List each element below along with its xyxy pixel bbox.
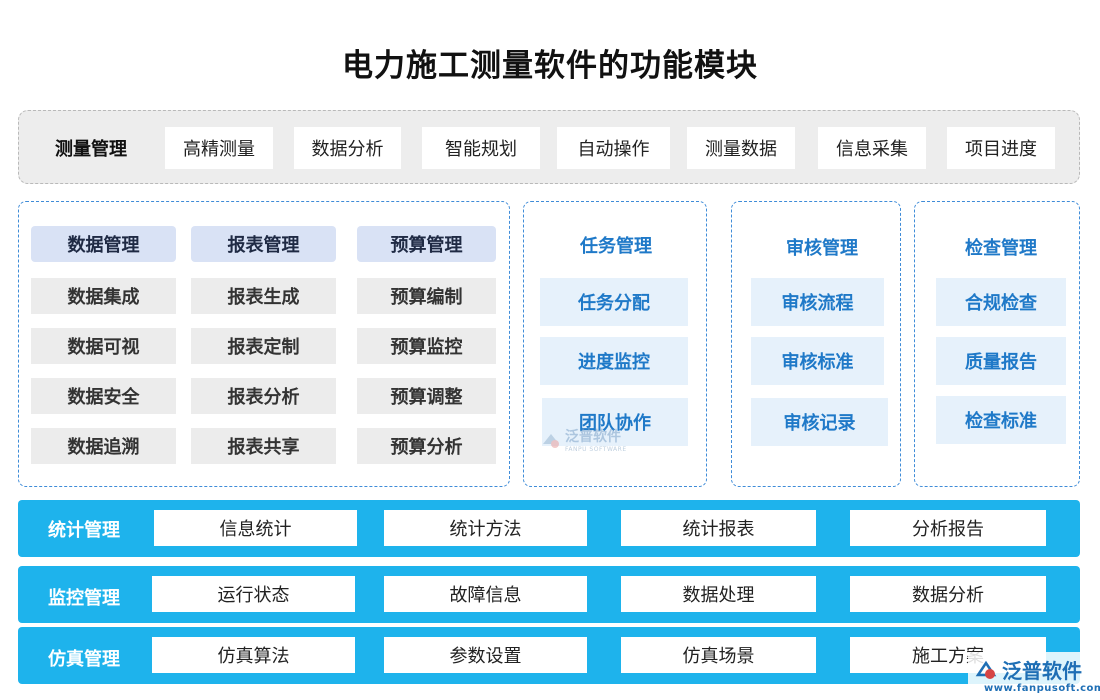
inspection-item: 合规检查: [936, 278, 1066, 326]
simulation-item: 参数设置: [384, 637, 587, 673]
brand-logo-url: www.fanpusoft.com: [984, 683, 1100, 694]
survey-management-band: 测量管理 高精测量 数据分析 智能规划 自动操作 测量数据 信息采集 项目进度: [18, 110, 1080, 184]
monitoring-item: 数据处理: [621, 576, 816, 612]
simulation-management-label: 仿真管理: [48, 649, 120, 670]
review-item: 审核记录: [751, 398, 888, 446]
monitoring-item: 数据分析: [850, 576, 1046, 612]
statistics-management-label: 统计管理: [48, 520, 120, 541]
data-report-budget-panel: 数据管理 报表管理 预算管理 数据集成 数据可视 数据安全 数据追溯 报表生成 …: [18, 201, 510, 487]
watermark-logo-icon: [543, 433, 559, 448]
survey-item: 测量数据: [687, 127, 795, 169]
statistics-item: 统计报表: [621, 510, 816, 546]
data-management-item: 数据可视: [31, 328, 176, 364]
review-management-title: 审核管理: [786, 238, 858, 259]
budget-management-header: 预算管理: [357, 226, 496, 262]
task-management-title: 任务管理: [580, 236, 652, 257]
survey-item: 信息采集: [818, 127, 926, 169]
report-management-item: 报表共享: [191, 428, 336, 464]
brand-logo: 泛普软件 www.fanpusoft.com: [968, 652, 1100, 698]
data-management-item: 数据追溯: [31, 428, 176, 464]
report-management-item: 报表生成: [191, 278, 336, 314]
review-item: 审核标准: [751, 337, 884, 385]
task-item: 任务分配: [540, 278, 688, 326]
diagram-title: 电力施工测量软件的功能模块: [342, 48, 758, 84]
task-management-panel: 任务管理 任务分配 进度监控 团队协作: [523, 201, 707, 487]
simulation-item: 仿真场景: [621, 637, 816, 673]
review-management-panel: 审核管理 审核流程 审核标准 审核记录: [731, 201, 901, 487]
task-item: 团队协作: [542, 398, 688, 446]
report-management-item: 报表定制: [191, 328, 336, 364]
budget-management-item: 预算监控: [357, 328, 496, 364]
monitoring-management-band: 监控管理 运行状态 故障信息 数据处理 数据分析: [18, 566, 1080, 623]
inspection-item: 质量报告: [936, 337, 1066, 385]
budget-management-item: 预算调整: [357, 378, 496, 414]
statistics-item: 分析报告: [850, 510, 1046, 546]
review-item: 审核流程: [751, 278, 884, 326]
inspection-management-panel: 检查管理 合规检查 质量报告 检查标准: [914, 201, 1080, 487]
report-management-item: 报表分析: [191, 378, 336, 414]
brand-logo-name: 泛普软件: [1002, 659, 1082, 683]
watermark-subtext: FANPU SOFTWARE: [565, 446, 627, 453]
simulation-item: 仿真算法: [152, 637, 355, 673]
brand-logo-icon: [975, 660, 997, 679]
survey-item: 高精测量: [165, 127, 273, 169]
budget-management-item: 预算编制: [357, 278, 496, 314]
task-item: 进度监控: [540, 337, 688, 385]
survey-item: 自动操作: [557, 127, 670, 169]
inspection-item: 检查标准: [936, 396, 1066, 444]
survey-item: 智能规划: [422, 127, 540, 169]
survey-management-label: 测量管理: [55, 139, 127, 160]
monitoring-item: 运行状态: [152, 576, 355, 612]
simulation-management-band: 仿真管理 仿真算法 参数设置 仿真场景 施工方案: [18, 627, 1080, 684]
data-management-item: 数据安全: [31, 378, 176, 414]
data-management-header: 数据管理: [31, 226, 176, 262]
watermark: 泛普软件 FANPU SOFTWARE: [540, 426, 627, 453]
survey-item: 项目进度: [947, 127, 1055, 169]
inspection-management-title: 检查管理: [965, 238, 1037, 259]
data-management-item: 数据集成: [31, 278, 176, 314]
monitoring-item: 故障信息: [384, 576, 587, 612]
watermark-text: 泛普软件: [565, 429, 621, 445]
budget-management-item: 预算分析: [357, 428, 496, 464]
statistics-item: 统计方法: [384, 510, 587, 546]
statistics-item: 信息统计: [154, 510, 357, 546]
monitoring-management-label: 监控管理: [48, 588, 120, 609]
report-management-header: 报表管理: [191, 226, 336, 262]
survey-item: 数据分析: [294, 127, 401, 169]
statistics-management-band: 统计管理 信息统计 统计方法 统计报表 分析报告: [18, 500, 1080, 557]
